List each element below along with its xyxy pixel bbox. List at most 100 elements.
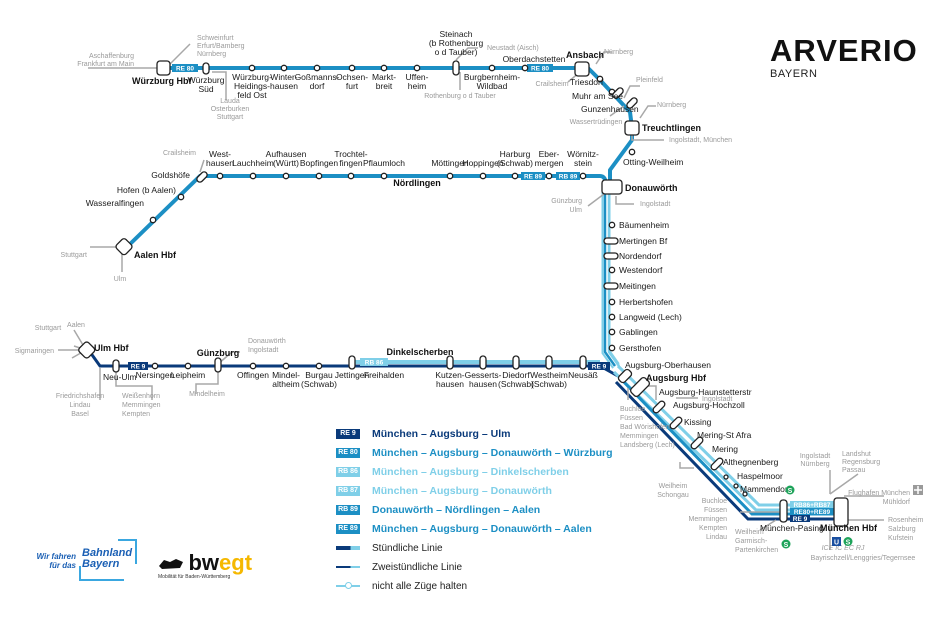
svg-text:Pflaumloch: Pflaumloch	[363, 158, 405, 168]
svg-text:Burgau(Schwab): Burgau(Schwab)	[301, 370, 337, 389]
svg-text:Nersingen: Nersingen	[136, 370, 175, 380]
svg-text:RB 89: RB 89	[559, 174, 578, 181]
svg-text:RE 80: RE 80	[176, 66, 194, 73]
svg-text:München-Pasing: München-Pasing	[760, 523, 824, 533]
svg-text:Burgbernheim-Wildbad: Burgbernheim-Wildbad	[464, 72, 520, 91]
svg-text:Diedorf(Schwab): Diedorf(Schwab)	[498, 370, 534, 389]
svg-text:München Hbf: München Hbf	[820, 523, 878, 533]
svg-text:Leipheim: Leipheim	[171, 370, 206, 380]
svg-text:RE 9: RE 9	[793, 516, 808, 523]
badge-re80-oberdachstetten: RE 80	[527, 64, 553, 73]
badge-rb86: RB 86	[360, 358, 388, 367]
svg-text:Stuttgart: Stuttgart	[61, 252, 88, 259]
badge-re80-wuerzburg: RE 80	[172, 64, 198, 73]
svg-text:Aalen Hbf: Aalen Hbf	[134, 250, 177, 260]
svg-text:RE 9: RE 9	[592, 364, 607, 371]
svg-text:Meitingen: Meitingen	[619, 281, 656, 291]
badge-re9-ulm: RE 9	[128, 362, 148, 371]
svg-text:Ochsen-furt: Ochsen-furt	[336, 72, 368, 91]
sbahn-icon-hbf: S	[843, 537, 853, 547]
svg-text:Neustadt (Aisch): Neustadt (Aisch)	[487, 45, 539, 52]
svg-text:Neu-Ulm: Neu-Ulm	[103, 372, 137, 382]
svg-text:S: S	[784, 542, 789, 549]
sbahn-icon-mammendorf: S	[785, 485, 795, 495]
line-rb89-west	[125, 174, 608, 249]
svg-text:Nordendorf: Nordendorf	[619, 251, 662, 261]
svg-text:Mering-St Afra: Mering-St Afra	[697, 430, 752, 440]
svg-text:Augsburg-Oberhausen: Augsburg-Oberhausen	[625, 360, 711, 370]
arverio-logo: ARVERIO BAYERN	[770, 35, 918, 80]
svg-text:U: U	[834, 540, 839, 547]
svg-text:Würzburg-Heidings-feld Ost: Würzburg-Heidings-feld Ost	[232, 72, 272, 100]
brand-region: BAYERN	[770, 68, 818, 80]
legend-not-all-stop: nicht alle Züge halten	[336, 579, 467, 593]
svg-text:Langweid (Lech): Langweid (Lech)	[619, 312, 682, 322]
svg-text:RE80+RE89: RE80+RE89	[794, 509, 831, 516]
svg-text:Ingolstadt, München: Ingolstadt, München	[669, 137, 732, 144]
line-donau-augsburg	[601, 186, 621, 369]
svg-text:S: S	[846, 540, 851, 547]
svg-text:Rothenburg o d Tauber: Rothenburg o d Tauber	[424, 93, 496, 100]
svg-text:Gersthofen: Gersthofen	[619, 343, 661, 353]
svg-text:Ansbach: Ansbach	[566, 50, 604, 60]
svg-text:Westheim(Schwab): Westheim(Schwab)	[530, 370, 568, 389]
svg-text:Harburg(Schwab): Harburg(Schwab)	[497, 149, 533, 168]
legend-hourly: Stündliche Linie	[336, 541, 443, 555]
svg-text:ICE IC EC RJ: ICE IC EC RJ	[822, 545, 865, 552]
svg-text:Muhr am See: Muhr am See	[572, 91, 623, 101]
svg-text:Herbertshofen: Herbertshofen	[619, 297, 673, 307]
svg-text:Mammendorf: Mammendorf	[740, 484, 791, 494]
badge-rb89-ebermergen: RB 89	[556, 172, 580, 181]
badge-re9-neusaess: RE 9	[588, 362, 610, 371]
svg-text:Aalen: Aalen	[67, 322, 85, 329]
svg-text:Kutzen-hausen: Kutzen-hausen	[435, 370, 464, 389]
svg-text:Augsburg Hbf: Augsburg Hbf	[646, 373, 707, 383]
svg-text:Aufhausen(Württ): Aufhausen(Württ)	[266, 149, 307, 168]
svg-text:Ingolstadt: Ingolstadt	[702, 396, 732, 403]
svg-text:RE 9: RE 9	[131, 364, 146, 371]
svg-text:Bopfingen: Bopfingen	[300, 158, 339, 168]
badge-munich-bot: RE 9	[790, 515, 810, 523]
svg-text:Gesserts-hausen: Gesserts-hausen	[465, 370, 502, 389]
svg-text:Mindelheim: Mindelheim	[189, 391, 225, 398]
svg-text:Ingolstadt: Ingolstadt	[640, 201, 670, 208]
svg-text:Augsburg-Haunstetterstr: Augsburg-Haunstetterstr	[659, 387, 752, 397]
svg-text:Westendorf: Westendorf	[619, 265, 663, 275]
svg-text:Nürnberg: Nürnberg	[657, 102, 686, 109]
badge-re89-harburg: RE 89	[521, 172, 545, 181]
svg-text:Nürnberg: Nürnberg	[604, 49, 633, 56]
svg-text:Winter-hausen: Winter-hausen	[270, 72, 298, 91]
svg-text:RE 89: RE 89	[524, 174, 542, 181]
svg-text:RB86+RB87: RB86+RB87	[793, 502, 830, 509]
svg-text:Bayrischzell/Lenggries/Tegerns: Bayrischzell/Lenggries/Tegernsee	[811, 555, 916, 562]
station-markers	[78, 60, 849, 527]
badge-munich-mid: RE80+RE89	[790, 508, 834, 516]
svg-text:Oberdachstetten: Oberdachstetten	[503, 54, 566, 64]
svg-text:Stuttgart: Stuttgart	[35, 325, 62, 332]
badge-munich-top: RB86+RB87	[790, 501, 834, 509]
svg-text:RB 86: RB 86	[365, 360, 384, 367]
sbahn-icon-pasing: S	[781, 539, 791, 549]
svg-text:Donauwörth: Donauwörth	[625, 183, 678, 193]
svg-text:RE 80: RE 80	[531, 66, 549, 73]
airport-icon	[913, 485, 923, 495]
svg-text:Neusäß: Neusäß	[568, 370, 598, 380]
svg-text:Kissing: Kissing	[684, 417, 712, 427]
svg-text:Dinkelscherben: Dinkelscherben	[386, 347, 453, 357]
svg-text:Mering: Mering	[712, 444, 738, 454]
